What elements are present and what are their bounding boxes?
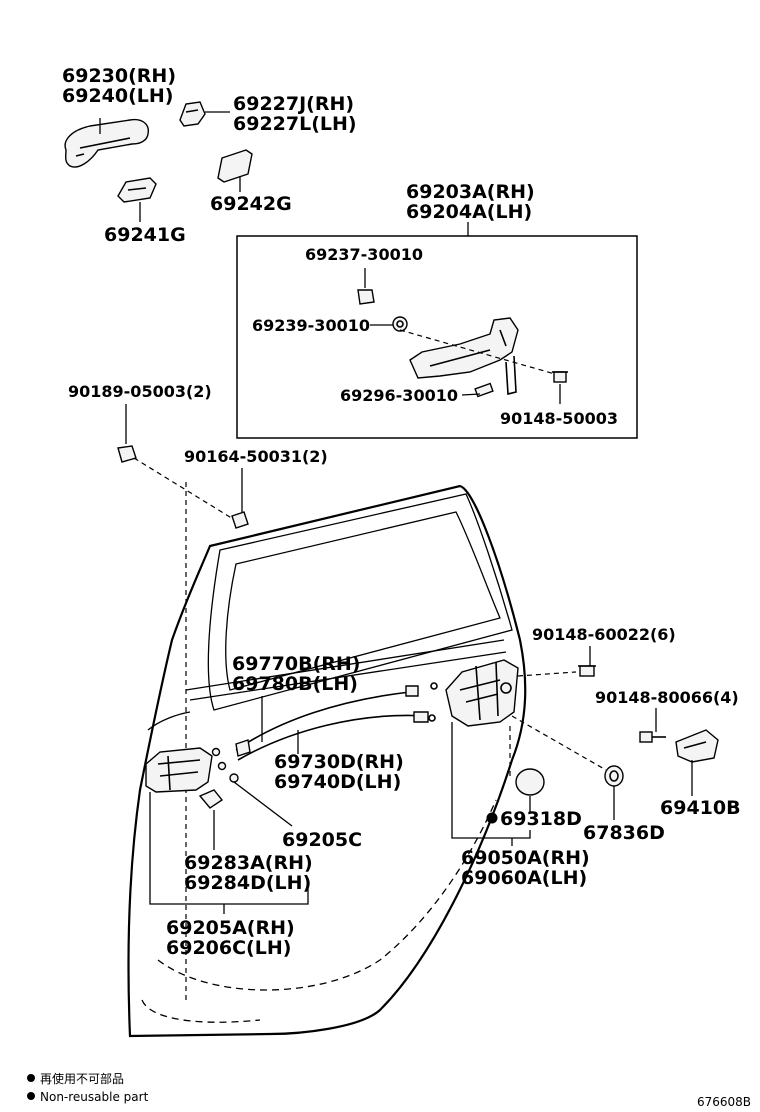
cover-69318d-part [515, 768, 545, 796]
inside-handle-part [145, 747, 213, 793]
screw-69296-part [474, 382, 494, 398]
label-69237: 69237-30010 [305, 245, 423, 264]
outside-handle-part [64, 118, 149, 168]
label-69770b: 69770B(RH) [232, 653, 360, 675]
label-69050a: 69050A(RH) [461, 847, 590, 869]
label-69205c: 69205C [282, 829, 362, 851]
label-90148-50003: 90148-50003 [500, 409, 618, 428]
label-69780b: 69780B(LH) [232, 673, 358, 695]
nut-69239-part [392, 316, 408, 332]
label-69410b: 69410B [660, 797, 741, 819]
label-69241g: 69241G [104, 224, 186, 246]
dash-90189 [133, 457, 239, 523]
rivet-1 [211, 747, 221, 757]
screw-90148-50003-part [552, 371, 568, 383]
screw-90148-80066-part [639, 731, 666, 743]
label-69283a: 69283A(RH) [184, 852, 313, 874]
striker-69410b-part [675, 729, 719, 763]
label-90148-80066: 90148-80066(4) [595, 688, 739, 707]
plug-69283a-part [198, 789, 224, 809]
label-69206c: 69206C(LH) [166, 937, 291, 959]
label-69242g: 69242G [210, 193, 292, 215]
door-lock-part [445, 659, 519, 727]
handle-frame-part [409, 317, 519, 396]
cable-69730d-part [235, 682, 438, 761]
bracket-69205a [149, 792, 309, 905]
screw-90164-part [231, 511, 249, 529]
label-69204a: 69204A(LH) [406, 201, 532, 223]
bracket-69050a [451, 722, 531, 839]
clip-69205c-part [229, 773, 239, 783]
label-69730d: 69730D(RH) [274, 751, 404, 773]
legend-line-jp: 再使用不可部品 [40, 1071, 124, 1086]
pad-69241g-part [117, 177, 157, 203]
legend-dot-1 [27, 1074, 35, 1082]
label-69230: 69230(RH) [62, 65, 176, 87]
legend-line-en: Non-reusable part [40, 1090, 149, 1104]
leader-69205c [233, 781, 293, 827]
label-69205a: 69205A(RH) [166, 917, 295, 939]
label-69284d: 69284D(LH) [184, 872, 311, 894]
grommet-67836d-part [604, 765, 624, 787]
clip-90189-part [117, 445, 137, 463]
rivet-2 [217, 761, 227, 771]
label-69318d: 69318D [500, 808, 582, 830]
label-90148-60022: 90148-60022(6) [532, 625, 676, 644]
screw-90148-60022-part [578, 665, 596, 677]
non-reusable-dot [486, 812, 498, 824]
label-69740d: 69740D(LH) [274, 771, 401, 793]
label-69239: 69239-30010 [252, 316, 370, 335]
label-69227l: 69227L(LH) [233, 113, 357, 135]
label-67836d: 67836D [583, 822, 665, 844]
dash-lock-screw [517, 671, 577, 677]
label-69296: 69296-30010 [340, 386, 458, 405]
label-69227j: 69227J(RH) [233, 93, 354, 115]
label-69203a: 69203A(RH) [406, 181, 535, 203]
label-69060a: 69060A(LH) [461, 867, 587, 889]
frame-assembly-box [236, 235, 638, 439]
dash-lock-plate [511, 715, 607, 771]
label-69240: 69240(LH) [62, 85, 173, 107]
handle-cap-part [179, 101, 206, 127]
diagram-code: 676608B [697, 1095, 751, 1109]
pad-69242g-part [217, 149, 253, 183]
legend-dot-2 [27, 1092, 35, 1100]
door-panel [127, 484, 527, 1038]
label-90164: 90164-50031(2) [184, 447, 328, 466]
label-90189: 90189-05003(2) [68, 382, 212, 401]
leader-69296 [461, 393, 481, 396]
clip-69237-part [357, 289, 375, 305]
